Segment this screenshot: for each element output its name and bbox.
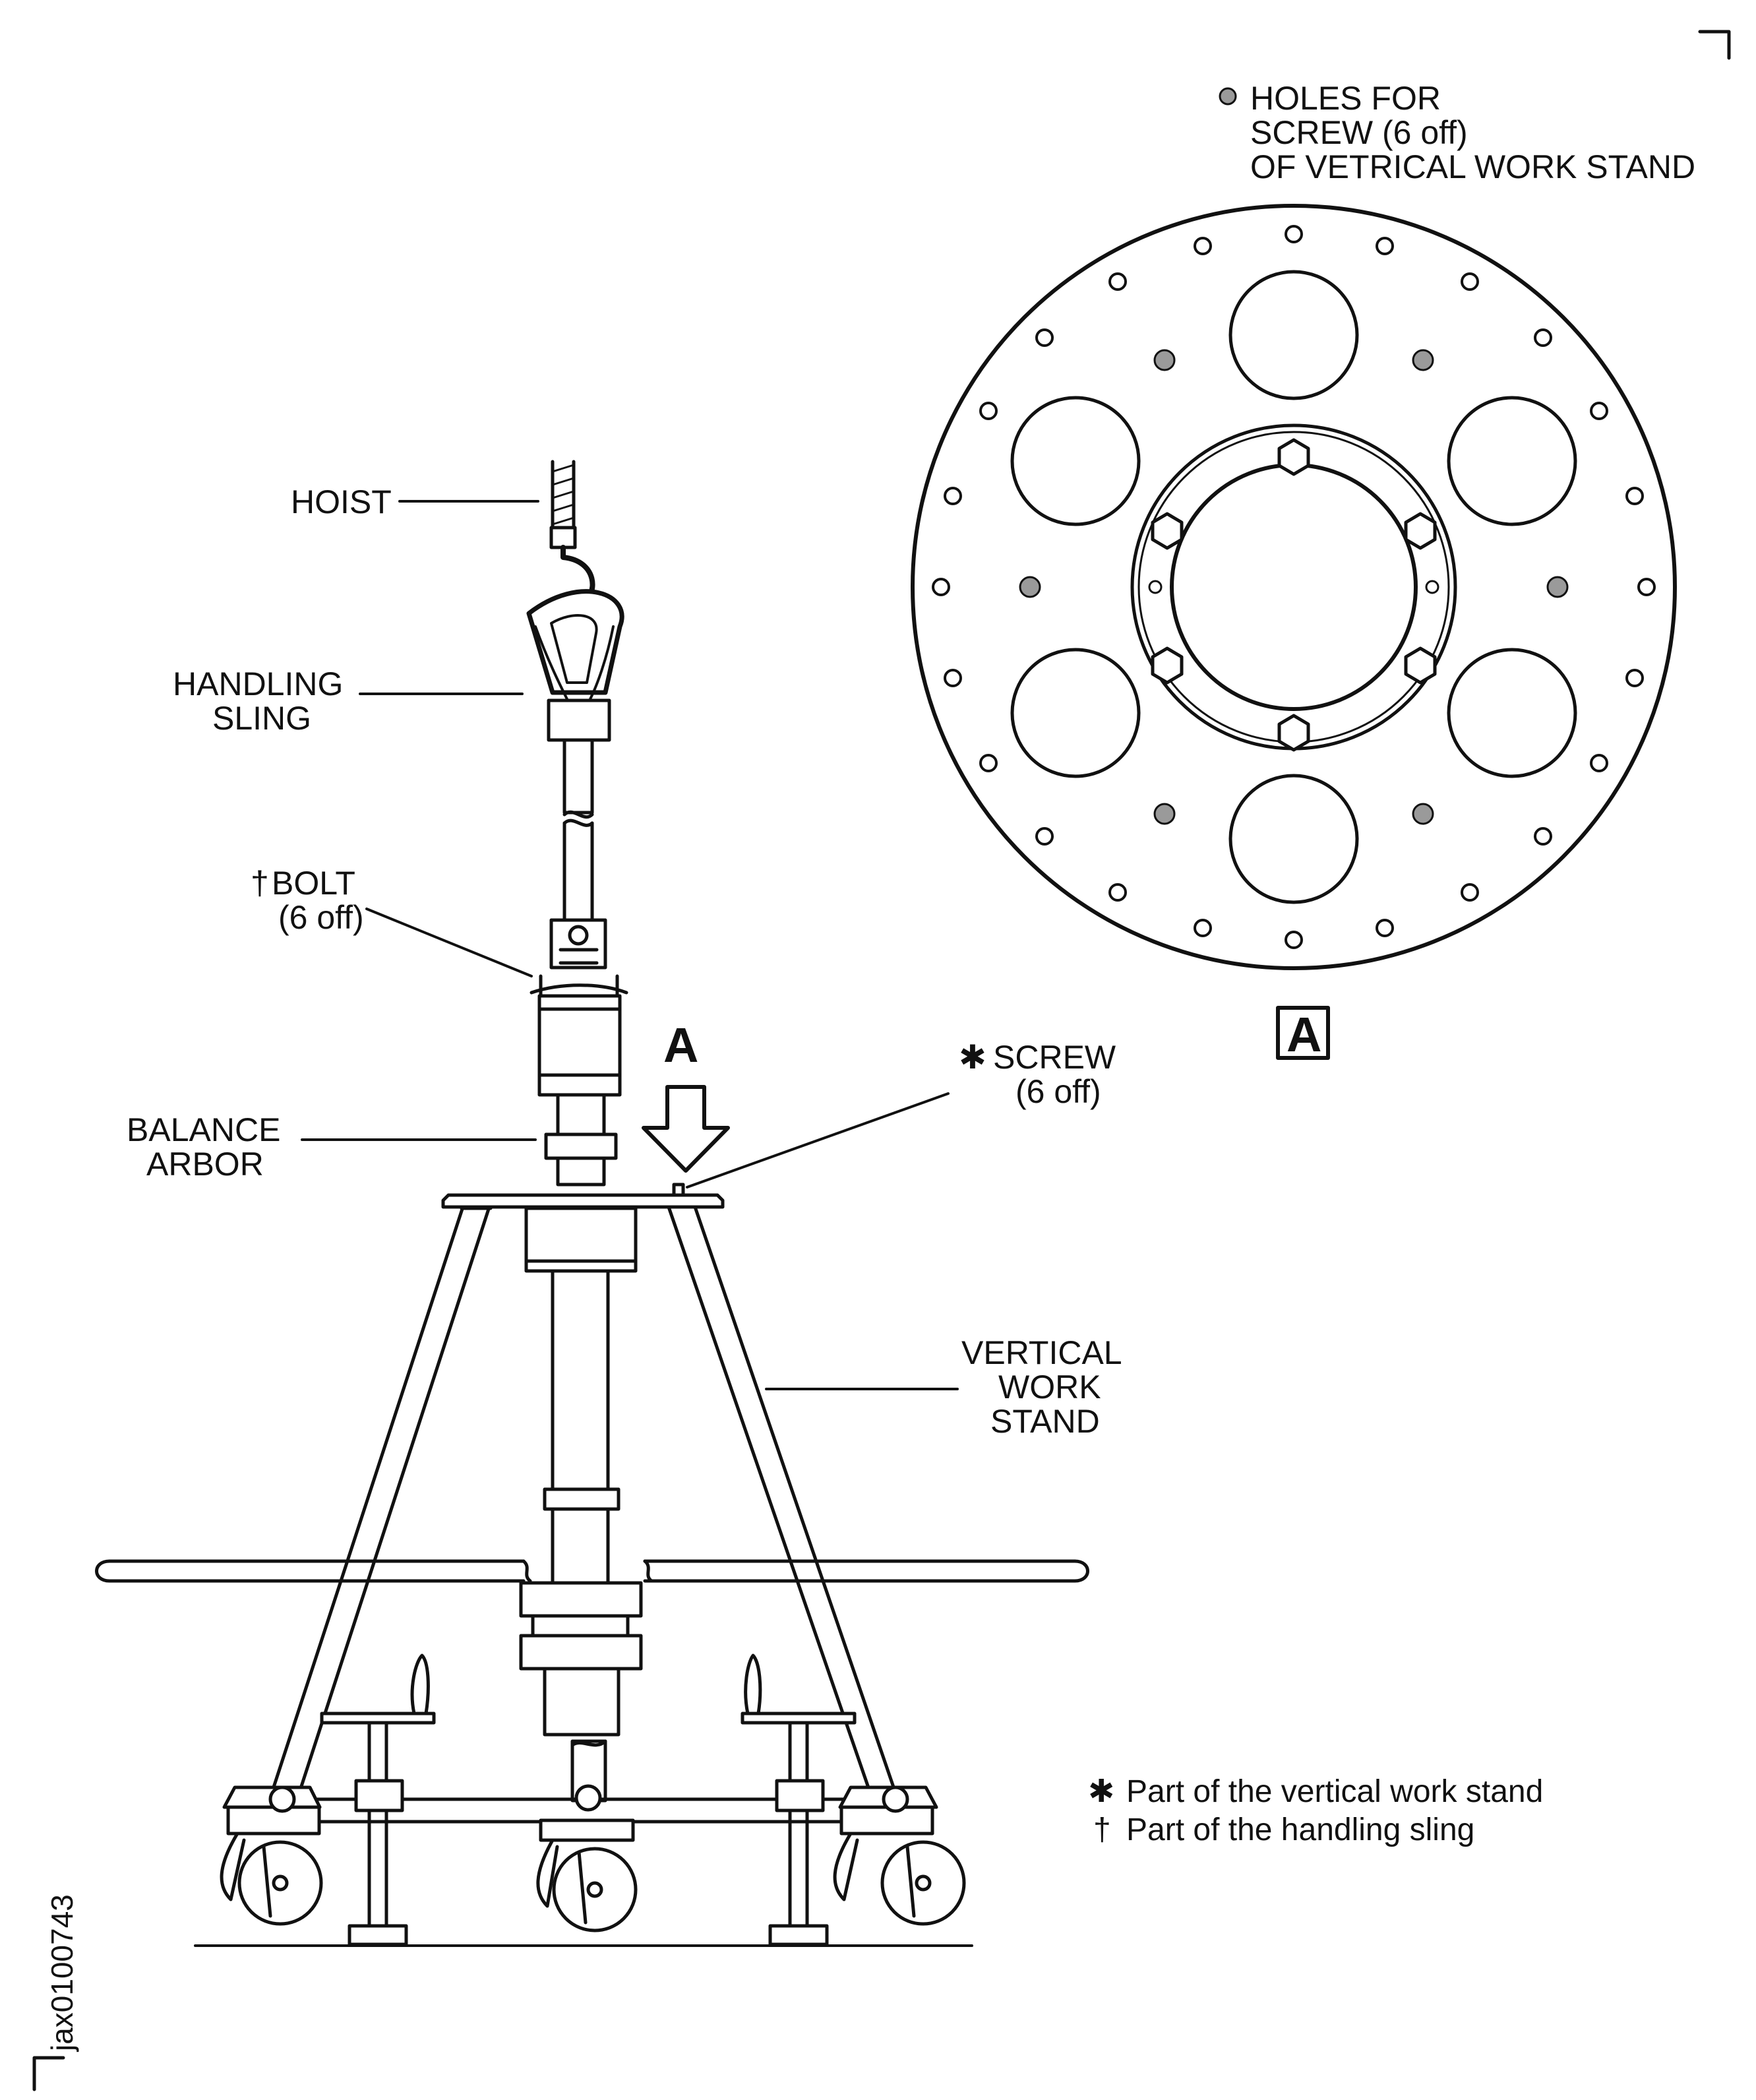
arbor-shaft [519, 1269, 643, 1803]
handling-sling-label-line1: HANDLING [173, 665, 343, 702]
bolt-dagger-symbol: † [251, 865, 269, 902]
stand-top-plate [441, 1183, 725, 1273]
holes-note-line2: SCREW (6 off) [1250, 114, 1468, 151]
screw-label: SCREW [993, 1039, 1116, 1076]
stand-base-frame [222, 1784, 938, 1842]
view-a-box [1276, 1006, 1330, 1060]
view-arrow-label: A [663, 1018, 698, 1072]
vertical-work-stand-label-line3: STAND [990, 1403, 1100, 1440]
view-arrow [642, 1085, 730, 1173]
legend-text-handling-sling: Part of the handling sling [1126, 1812, 1474, 1847]
handling-sling-label-line2: SLING [212, 700, 311, 737]
hoist-label: HOIST [291, 483, 392, 520]
stand-legs [268, 1205, 900, 1803]
corner-mark-top-right [1698, 30, 1731, 60]
handling-bar-left [95, 1559, 532, 1583]
figure-id: jax0100743 [45, 1894, 79, 2053]
handling-bar-right [643, 1559, 1089, 1583]
hoist-cable [549, 460, 595, 609]
view-box-label: A [1287, 1007, 1321, 1062]
legend-symbol-asterisk: ✱ [1088, 1774, 1114, 1809]
holes-note-line3: OF VETRICAL WORK STAND [1250, 148, 1695, 185]
vertical-work-stand-label-line1: VERTICAL [961, 1334, 1122, 1371]
vertical-work-stand-label-line2: WORK [998, 1369, 1101, 1405]
leader-lines [301, 500, 959, 1390]
caster-left [220, 1832, 323, 1926]
legend-text-vertical-work-stand: Part of the vertical work stand [1126, 1774, 1543, 1809]
balance-arbor [530, 974, 628, 1187]
screw-asterisk-symbol: ✱ [959, 1039, 986, 1076]
bolt-qty-label: (6 off) [278, 899, 364, 936]
screw-hole-marker-icon [1219, 87, 1237, 106]
handling-sling [526, 589, 624, 819]
flange-view-a [911, 204, 1677, 970]
holes-note-line1: HOLES FOR [1250, 80, 1441, 117]
caster-right [833, 1832, 966, 1926]
screw-qty-label: (6 off) [1015, 1073, 1101, 1110]
sling-lower-shaft [549, 818, 607, 970]
leveling-jack-left [320, 1653, 436, 1946]
caster-center [536, 1838, 638, 1932]
leveling-jack-right [741, 1653, 857, 1946]
balance-arbor-label-line2: ARBOR [146, 1146, 264, 1183]
legend-symbol-dagger: † [1093, 1812, 1111, 1847]
bolt-label: BOLT [272, 865, 355, 902]
balance-arbor-label-line1: BALANCE [127, 1111, 280, 1148]
corner-mark-bottom-left [32, 2056, 65, 2091]
